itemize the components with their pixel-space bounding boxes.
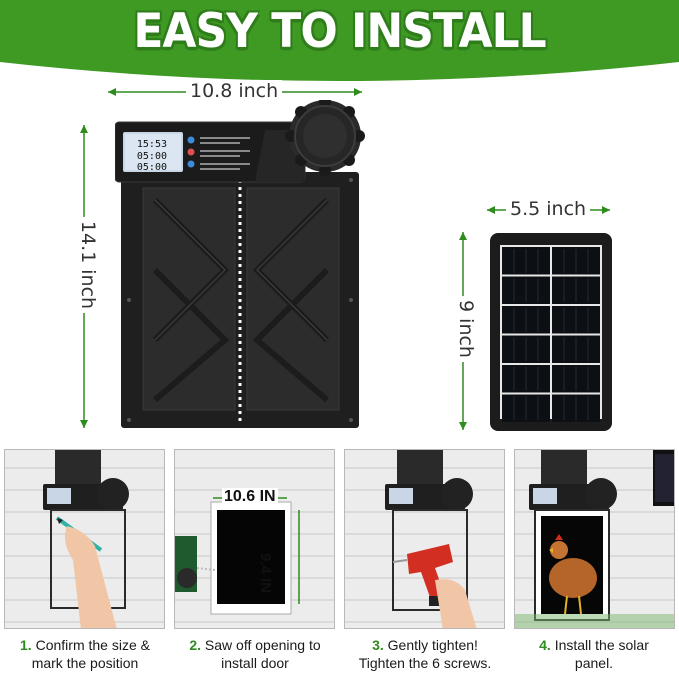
cut-width-label: 10.6 IN [222,488,278,506]
header-banner: EASY TO INSTALL [0,0,679,82]
lcd-row-3: 05:00 [137,162,167,173]
step-2-line2: install door [221,655,289,671]
coop-door-illustration: 15:53 05:00 05:00 [115,100,365,428]
cut-height-label: 9.4 IN [257,553,274,594]
step-2-number: 2. [189,637,202,653]
step-2-line1: Saw off opening to [204,637,321,653]
step-1-caption: 1. Confirm the size & mark the position [0,636,170,672]
door-height-label: 14.1 inch [77,216,100,314]
door-width-label: 10.8 inch [186,80,283,102]
step-3-line2: Tighten the 6 screws. [358,655,492,671]
step-1-number: 1. [20,637,32,653]
panel-height-label: 9 inch [454,296,477,362]
solar-panel-illustration [490,233,612,431]
header-background [0,0,679,81]
lcd-row-1: 15:53 [137,139,167,150]
step-4-line2: panel. [574,655,614,671]
step-4-caption: 4. Install the solar panel. [509,636,679,672]
step-1-photo [4,449,165,629]
step-2-photo [174,449,335,629]
page-title: EASY TO INSTALL [133,3,546,60]
step-1-line1: Confirm the size & [35,637,150,653]
knob-icon [285,100,365,176]
step-1-line2: mark the position [31,655,139,671]
hen-icon [549,534,597,615]
step-3-number: 3. [372,637,384,653]
step-2-caption: 2. Saw off opening to install door [170,636,340,672]
saw-icon [175,536,216,592]
lcd-row-2: 05:00 [137,151,167,162]
step-4-number: 4. [539,637,551,653]
step-4-photo [514,449,675,629]
step-4-line1: Install the solar [554,637,649,653]
step-3-line1: Gently tighten! [387,637,478,653]
panel-width-label: 5.5 inch [506,198,591,220]
step-3-photo [344,449,505,629]
step-3-caption: 3. Gently tighten! Tighten the 6 screws. [340,636,510,672]
